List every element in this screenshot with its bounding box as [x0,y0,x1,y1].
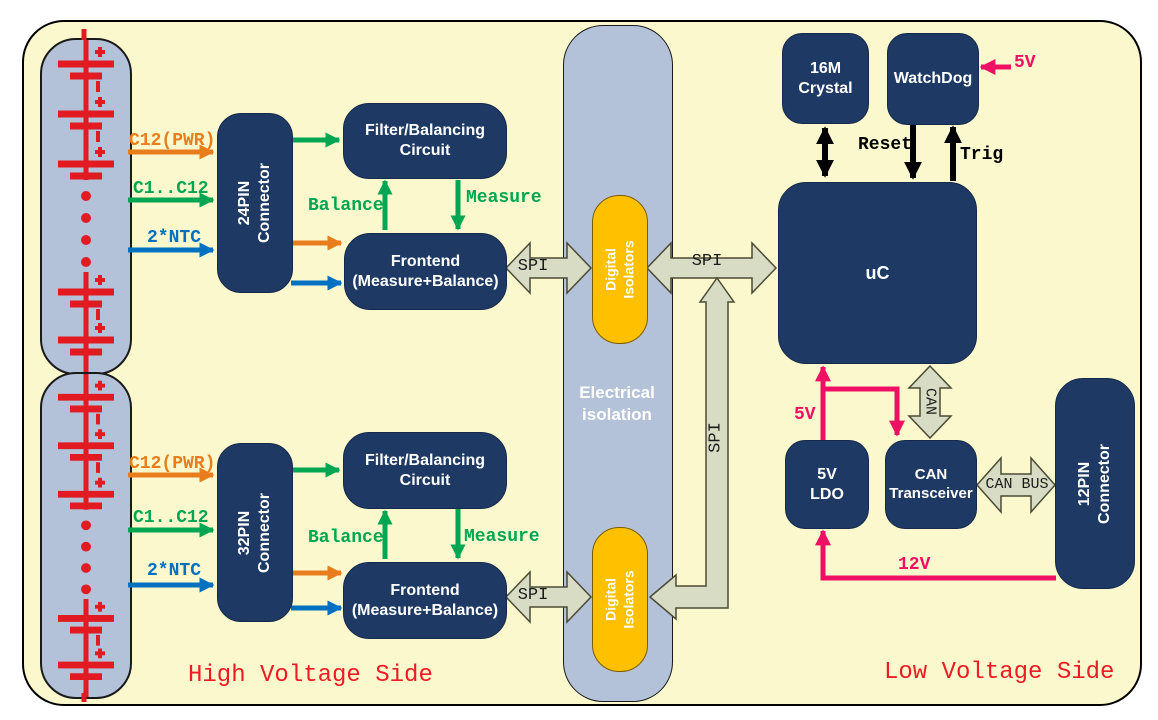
spi-arrow-frontend2-isolator [504,570,593,624]
spi-vertical-elbow-arrow [648,276,736,621]
uc-black-arrows [816,124,962,181]
label-trig: Trig [960,145,1004,165]
label-spi-vertical: SPI [706,422,726,453]
low-voltage-side-title: Low Voltage Side [884,659,1115,686]
label-c12pwr-top: C12(PWR) [129,131,216,151]
label-balance-top: Balance [308,196,384,216]
frontend-top: Frontend (Measure+Balance) [344,233,507,310]
electrical-isolation-label: Electrical isolation [579,383,655,425]
label-spi-frontend1: SPI [517,257,549,276]
digital-isolator-bottom: Digital Isolators [592,527,648,672]
power-lines [814,58,1056,581]
label-c1c12-top: C1..C12 [133,179,209,199]
high-voltage-side-title: High Voltage Side [188,662,433,689]
battery-cells-icon [58,40,114,373]
label-12v: 12V [898,555,931,575]
watchdog: WatchDog [887,33,979,125]
filter-balancing-circuit-bottom: Filter/Balancing Circuit [343,432,507,509]
frontend-bottom: Frontend (Measure+Balance) [343,562,507,639]
battery-cells-icon [58,374,114,697]
filter-balancing-circuit-top: Filter/Balancing Circuit [343,103,507,179]
spi-arrow-frontend1-isolator [504,241,593,295]
label-measure-bottom: Measure [464,527,540,547]
label-5v-ldo: 5V [794,405,816,425]
connector-32pin: 32PIN Connector [217,443,293,622]
digital-isolator-top: Digital Isolators [592,195,648,344]
connector-12pin: 12PIN Connector [1055,378,1135,589]
label-can-bus: CAN BUS [985,476,1049,493]
label-c12pwr-bottom: C12(PWR) [129,454,216,474]
label-measure-top: Measure [466,188,542,208]
ldo-5v: 5V LDO [785,440,869,529]
can-transceiver: CAN Transceiver [885,440,977,529]
microcontroller: uC [778,182,977,364]
label-balance-bottom: Balance [308,528,384,548]
can-arrow-uc-transceiver [907,364,953,440]
hv-top-signal-arrows [128,132,466,291]
label-ntc-bottom: 2*NTC [147,561,202,581]
label-spi-uc: SPI [691,252,723,271]
hv-bottom-signal-arrows [128,462,466,616]
label-can: CAN [921,387,939,415]
connector-24pin: 24PIN Connector [217,113,293,293]
label-spi-frontend2: SPI [517,586,549,605]
label-c1c12-bottom: C1..C12 [133,508,209,528]
label-ntc-top: 2*NTC [147,228,202,248]
spi-arrow-isolator-uc [645,241,778,295]
label-5v-watchdog: 5V [1014,53,1036,73]
crystal-16m: 16M Crystal [782,33,869,124]
battery-stack-bottom [40,372,132,699]
label-reset: Reset [858,135,913,155]
bus-arrows [504,241,1057,624]
